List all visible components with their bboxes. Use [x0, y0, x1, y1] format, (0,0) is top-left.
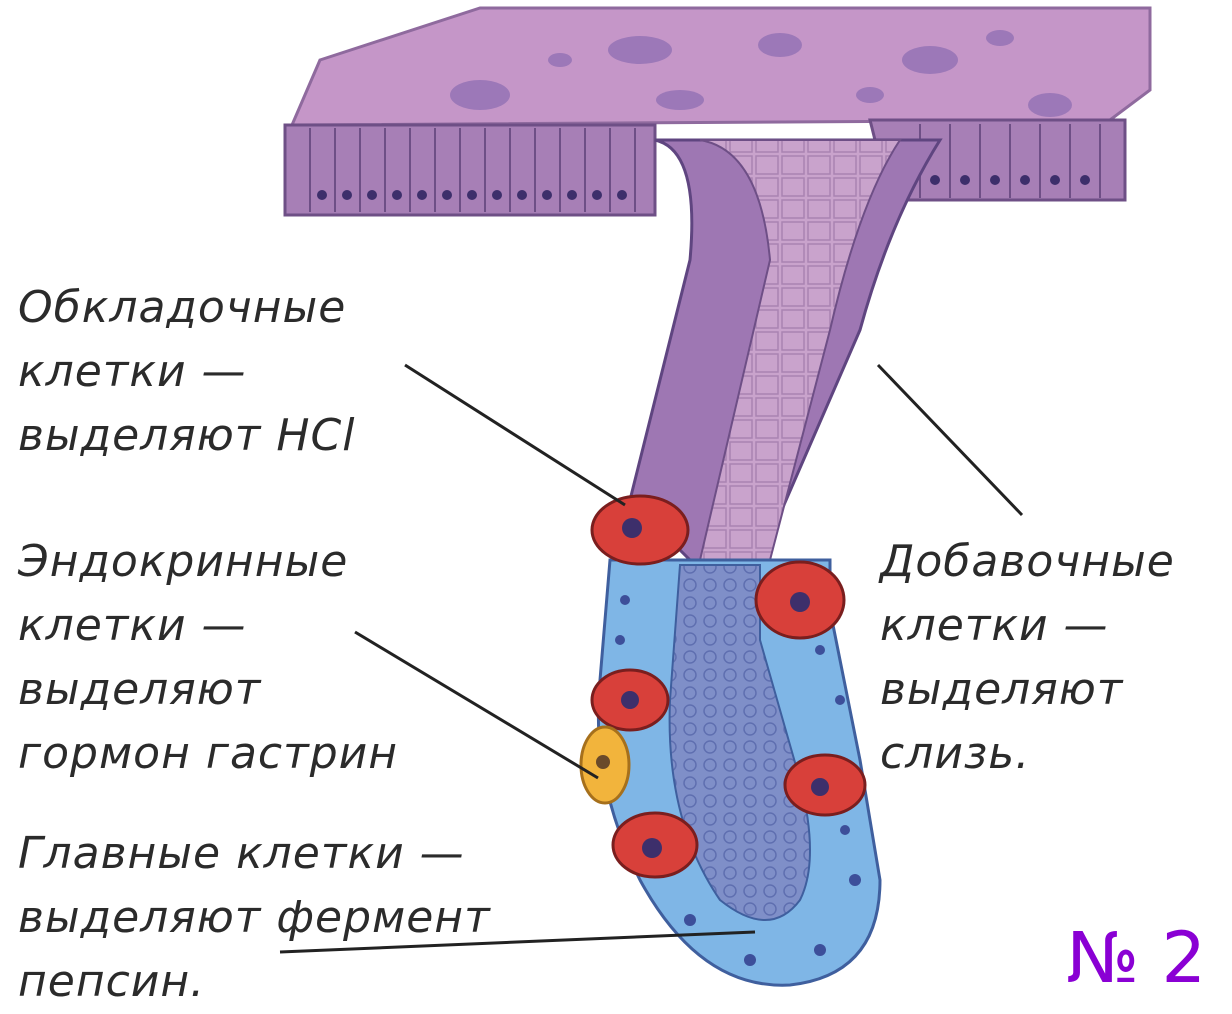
label-line: Добавочные [880, 530, 1175, 594]
label-chief-cells: Главные клетки — выделяют фермент пепсин… [18, 822, 491, 1014]
label-line: выделяют HCl [18, 404, 355, 468]
label-line: клетки — [18, 594, 398, 658]
label-line: выделяют [18, 658, 398, 722]
leader-line-mucous [878, 365, 1022, 515]
label-line: клетки — [18, 340, 355, 404]
label-line: пепсин. [18, 950, 491, 1014]
label-line: выделяют [880, 658, 1175, 722]
endocrine-nucleus [596, 755, 610, 769]
mucosa-surface [292, 8, 1150, 125]
label-line: гормон гастрин [18, 722, 398, 786]
label-line: клетки — [880, 594, 1175, 658]
leader-line-parietal [405, 365, 625, 505]
label-line: Обкладочные [18, 276, 355, 340]
label-line: Главные клетки — [18, 822, 491, 886]
label-mucous-cells: Добавочные клетки — выделяют слизь. [880, 530, 1175, 786]
label-parietal-cells: Обкладочные клетки — выделяют HCl [18, 276, 355, 468]
gland-neck [630, 140, 940, 560]
label-line: слизь. [880, 722, 1175, 786]
label-line: выделяют фермент [18, 886, 491, 950]
label-line: Эндокринные [18, 530, 398, 594]
figure-number: № 2 [1066, 917, 1206, 999]
label-endocrine-cells: Эндокринные клетки — выделяют гормон гас… [18, 530, 398, 786]
